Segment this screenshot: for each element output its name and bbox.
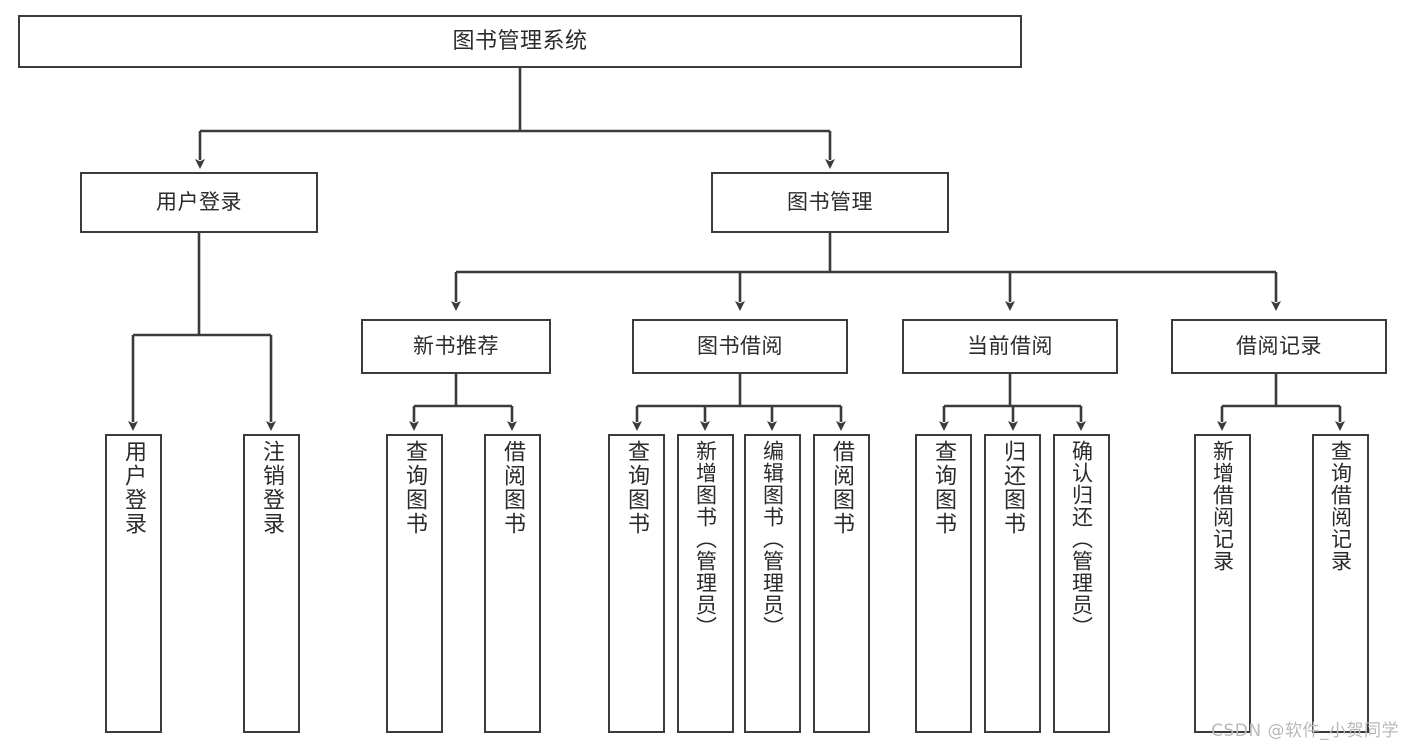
leaf-return-book[interactable]: 归还图书 xyxy=(984,434,1041,733)
leaf-add-record-label: 新增借阅记录 xyxy=(1210,440,1235,572)
node-book-management[interactable]: 图书管理 xyxy=(711,172,949,233)
node-user-login-label: 用户登录 xyxy=(156,190,242,215)
node-current-borrow[interactable]: 当前借阅 xyxy=(902,319,1118,374)
leaf-confirm-return-label: 确认归还（管理员） xyxy=(1069,440,1094,638)
node-root[interactable]: 图书管理系统 xyxy=(18,15,1022,68)
leaf-query-book-3[interactable]: 查询图书 xyxy=(915,434,972,733)
leaf-query-record[interactable]: 查询借阅记录 xyxy=(1312,434,1369,733)
leaf-user-login-label: 用户登录 xyxy=(121,440,147,536)
leaf-borrow-book-1[interactable]: 借阅图书 xyxy=(484,434,541,733)
leaf-user-login[interactable]: 用户登录 xyxy=(105,434,162,733)
leaf-query-book-2[interactable]: 查询图书 xyxy=(608,434,665,733)
node-borrow-record-label: 借阅记录 xyxy=(1236,334,1322,359)
node-book-borrow[interactable]: 图书借阅 xyxy=(632,319,848,374)
leaf-borrow-book-2-label: 借阅图书 xyxy=(829,440,855,536)
leaf-user-logout-label: 注销登录 xyxy=(259,440,285,536)
leaf-query-book-1-label: 查询图书 xyxy=(402,440,428,536)
leaf-add-book[interactable]: 新增图书（管理员） xyxy=(677,434,734,733)
node-current-borrow-label: 当前借阅 xyxy=(967,334,1053,359)
leaf-query-book-3-label: 查询图书 xyxy=(931,440,957,536)
leaf-edit-book-label: 编辑图书（管理员） xyxy=(760,440,785,638)
leaf-query-book-1[interactable]: 查询图书 xyxy=(386,434,443,733)
leaf-add-book-label: 新增图书（管理员） xyxy=(693,440,718,638)
leaf-borrow-book-1-label: 借阅图书 xyxy=(500,440,526,536)
leaf-edit-book[interactable]: 编辑图书（管理员） xyxy=(744,434,801,733)
node-borrow-record[interactable]: 借阅记录 xyxy=(1171,319,1387,374)
leaf-user-logout[interactable]: 注销登录 xyxy=(243,434,300,733)
watermark: CSDN @软件_小贺同学 xyxy=(1211,721,1399,741)
leaf-return-book-label: 归还图书 xyxy=(1000,440,1026,536)
node-book-management-label: 图书管理 xyxy=(787,190,873,215)
node-new-book-recommend[interactable]: 新书推荐 xyxy=(361,319,551,374)
node-new-book-recommend-label: 新书推荐 xyxy=(413,334,499,359)
node-user-login[interactable]: 用户登录 xyxy=(80,172,318,233)
leaf-borrow-book-2[interactable]: 借阅图书 xyxy=(813,434,870,733)
leaf-query-record-label: 查询借阅记录 xyxy=(1328,440,1353,572)
leaf-query-book-2-label: 查询图书 xyxy=(624,440,650,536)
leaf-add-record[interactable]: 新增借阅记录 xyxy=(1194,434,1251,733)
node-book-borrow-label: 图书借阅 xyxy=(697,334,783,359)
node-root-label: 图书管理系统 xyxy=(452,28,588,54)
leaf-confirm-return[interactable]: 确认归还（管理员） xyxy=(1053,434,1110,733)
